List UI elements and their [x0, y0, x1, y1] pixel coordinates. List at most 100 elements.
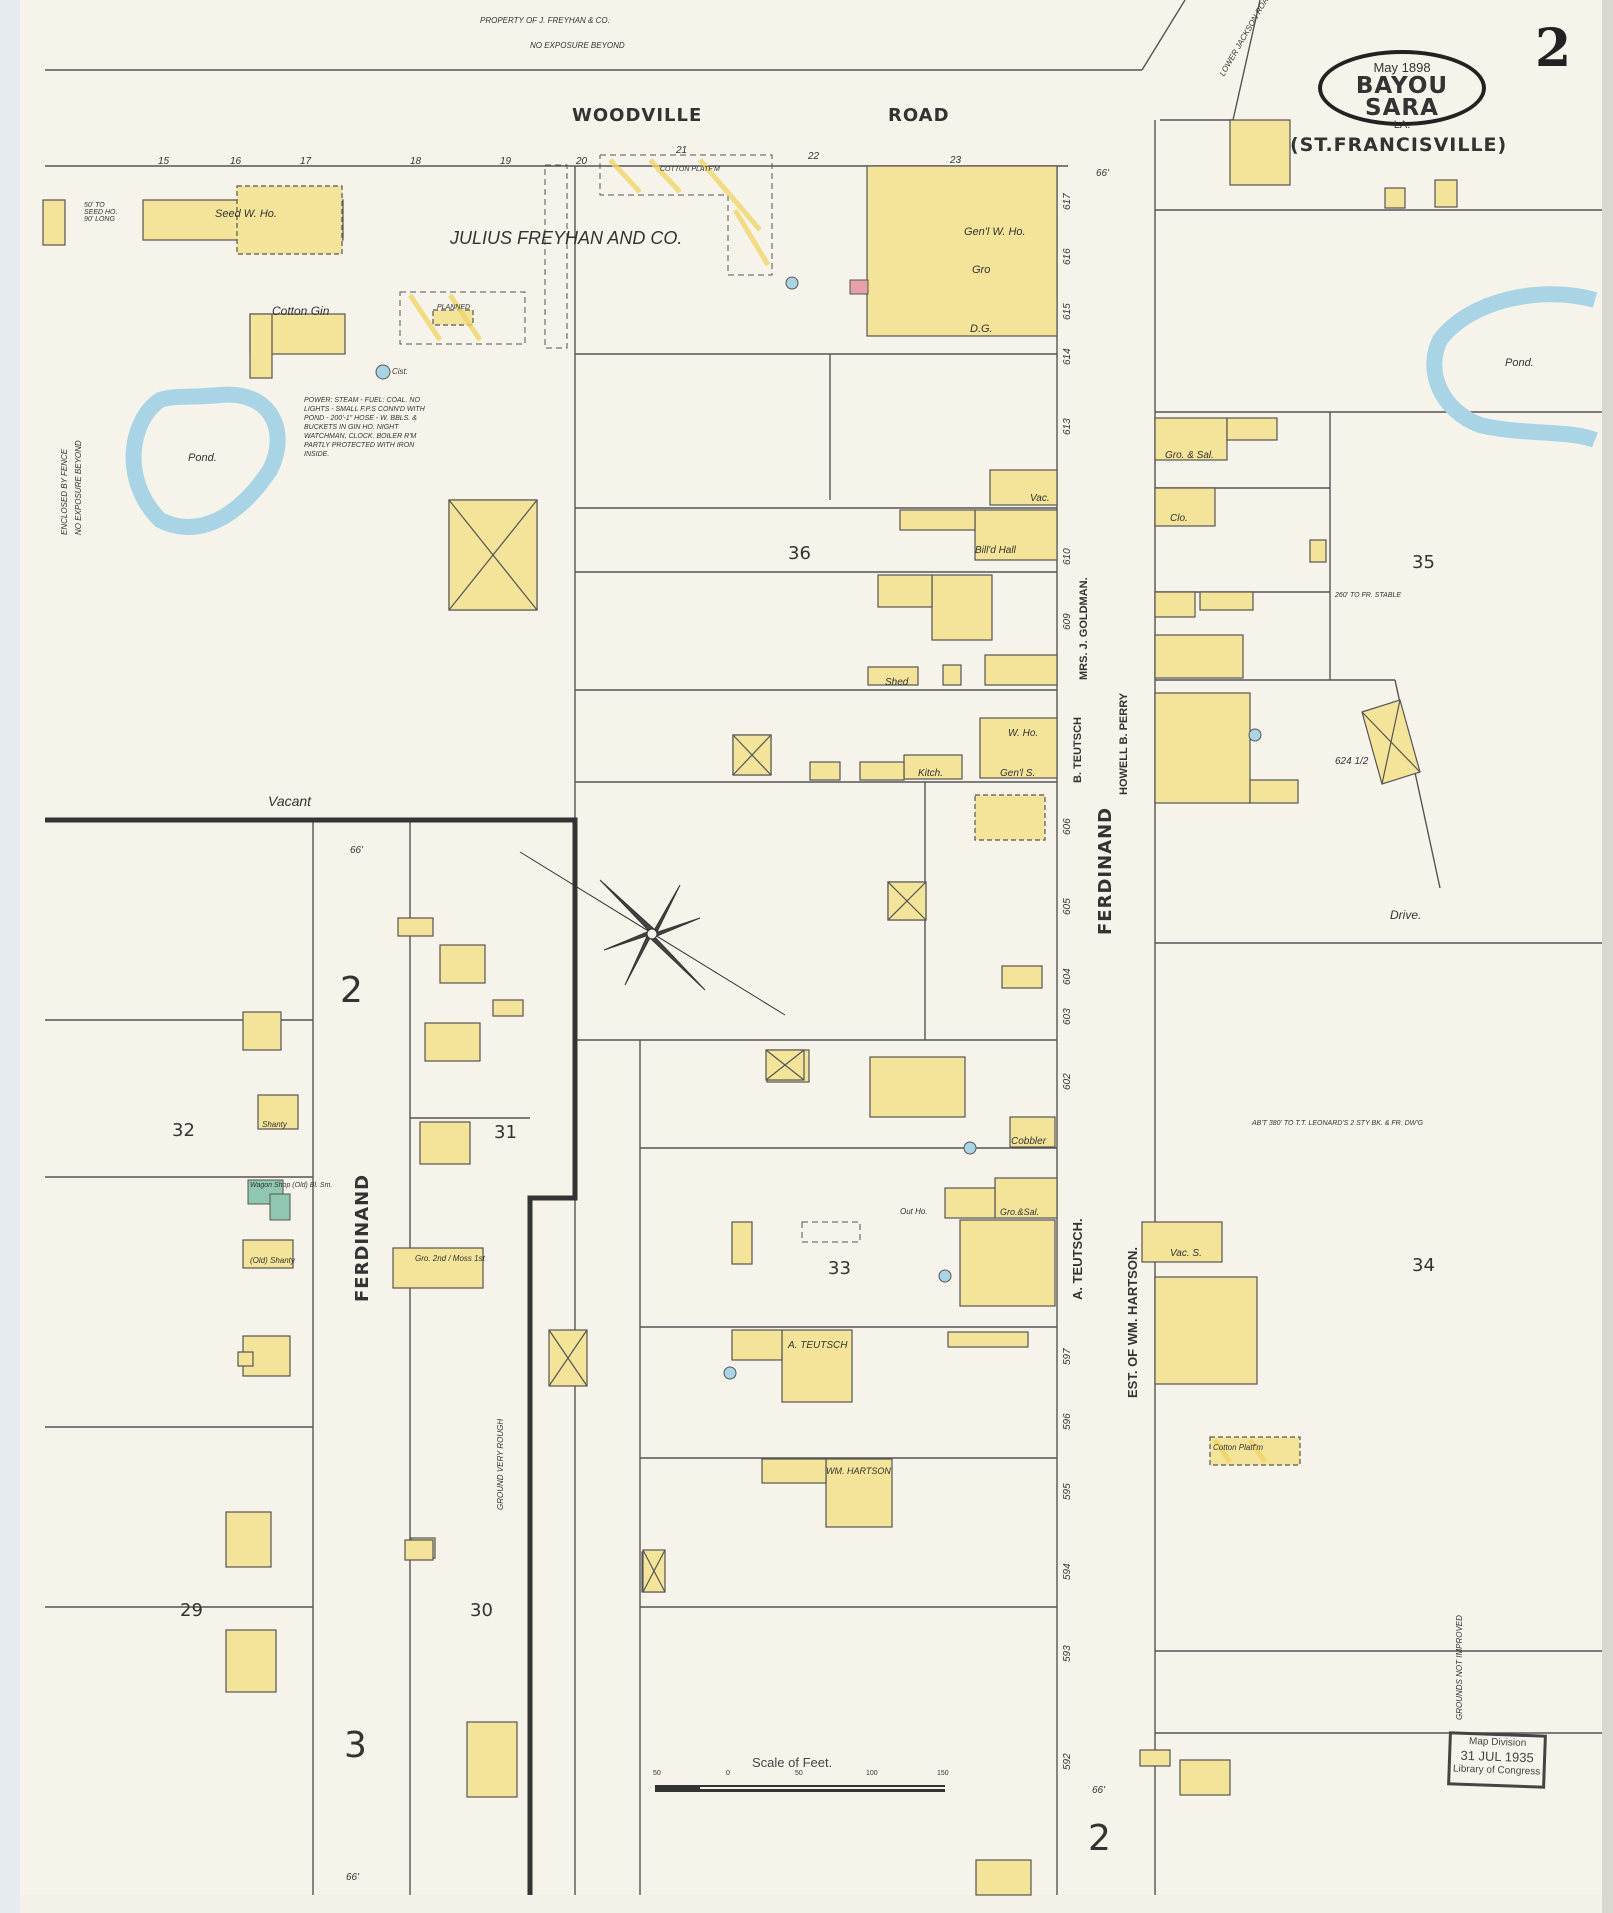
label-kitchen: Kitch.: [918, 768, 944, 779]
label-cistern: Cist.: [392, 367, 408, 376]
lot-16: 16: [230, 156, 242, 167]
label-old-shanty: (Old) Shanty: [250, 1256, 295, 1265]
ward-2-south: 2: [1088, 1818, 1111, 1859]
owner-a-teutsch: A. TEUTSCH.: [1070, 1218, 1085, 1300]
owner-hartson-estate: EST. OF WM. HARTSON.: [1125, 1247, 1140, 1398]
label-warehouse: W. Ho.: [1008, 728, 1039, 739]
note-seed-ho: 50' TO SEED HO. 90' LONG: [84, 202, 118, 223]
label-cobbler: Cobbler: [1011, 1136, 1047, 1147]
map-title-cartouche: May 1898 BAYOU SARA LA.: [1318, 50, 1486, 131]
addr-593: 593: [1062, 1645, 1073, 1662]
note-power: POWER: STEAM - FUEL: COAL. NO LIGHTS - S…: [304, 397, 425, 458]
compass-rose: [519, 851, 786, 1016]
sheet-number: 2: [1535, 18, 1572, 79]
lot-15: 15: [158, 156, 170, 167]
label-cotton-gin: Cotton Gin: [272, 304, 330, 318]
block-33: 33: [828, 1258, 851, 1279]
label-shanty: Shanty: [262, 1120, 287, 1129]
lot-22: 22: [808, 151, 820, 162]
block-32: 32: [172, 1120, 195, 1141]
addr-594: 594: [1062, 1563, 1073, 1580]
label-gro-moss: Gro. 2nd / Moss 1st: [415, 1254, 485, 1263]
map-date: May 1898: [1373, 60, 1431, 75]
lot-21: 21: [676, 145, 688, 156]
addr-596: 596: [1062, 1413, 1073, 1430]
map-subtitle: (ST.FRANCISVILLE): [1290, 134, 1508, 156]
scale-tick-0: 0: [726, 1770, 730, 1777]
note-stable: 260' TO FR. STABLE: [1335, 592, 1402, 599]
block-34: 34: [1412, 1255, 1435, 1276]
scale-tick-50: 50: [795, 1770, 803, 1777]
label-shed: Shed: [885, 677, 909, 688]
block-36: 36: [788, 543, 811, 564]
addr-604: 604: [1062, 968, 1073, 985]
addr-609: 609: [1062, 613, 1073, 630]
addr-605: 605: [1062, 898, 1073, 915]
label-gro-saloon: Gro. & Sal.: [1165, 450, 1214, 461]
label-cotton-platfm: Cotton Platf'm: [1213, 1443, 1263, 1452]
ward-3: 3: [344, 1725, 367, 1766]
lot-19: 19: [500, 156, 512, 167]
width-marker-4: 66': [346, 1872, 360, 1883]
width-marker-2: 66': [350, 845, 364, 856]
note-no-exposure: NO EXPOSURE BEYOND: [530, 41, 625, 50]
street-ferdinand-west: FERDINAND: [352, 1173, 373, 1302]
label-genl-warehouse: Gen'l W. Ho.: [964, 226, 1026, 238]
street-road: ROAD: [888, 105, 950, 126]
note-leonard: AB'T 380' TO T.T. LEONARD'S 2 STY BK. & …: [1252, 1120, 1424, 1127]
scale-title: Scale of Feet.: [752, 1755, 833, 1770]
lot-17: 17: [300, 156, 312, 167]
label-clothing: Clo.: [1170, 513, 1188, 524]
note-grounds: GROUNDS NOT IMPROVED: [1455, 1615, 1464, 1720]
note-enclosed: ENCLOSED BY FENCE: [60, 448, 69, 535]
addr-610: 610: [1062, 548, 1073, 565]
block-30: 30: [470, 1600, 493, 1621]
addr-613: 613: [1062, 418, 1073, 435]
lot-23: 23: [950, 155, 962, 166]
label-pond-left: Pond.: [188, 452, 217, 464]
street-drive: Drive.: [1390, 908, 1422, 922]
label-out-house: Out Ho.: [900, 1207, 928, 1216]
addr-615: 615: [1062, 303, 1073, 320]
block-31: 31: [494, 1122, 517, 1143]
scan-border-right: [1602, 0, 1613, 1913]
addr-603: 603: [1062, 1008, 1073, 1025]
width-marker-3: 66': [1092, 1785, 1106, 1796]
addr-595: 595: [1062, 1483, 1073, 1500]
addr-617: 617: [1062, 193, 1073, 210]
owner-hartson-dwelling: WM. HARTSON: [826, 1466, 891, 1476]
owner-freyhan: JULIUS FREYHAN AND CO.: [450, 228, 683, 248]
owner-perry: HOWELL B. PERRY: [1118, 692, 1130, 795]
label-dry-goods: D.G.: [970, 323, 993, 335]
owner-goldman: MRS. J. GOLDMAN.: [1078, 577, 1090, 680]
addr-606: 606: [1062, 818, 1073, 835]
label-gro-salt: Gro.&Sal.: [1000, 1207, 1040, 1217]
label-billiard-hall: Bill'd Hall: [975, 545, 1016, 556]
label-624-half: 624 1/2: [1335, 756, 1369, 767]
label-general-store: Gen'l S.: [1000, 768, 1036, 779]
block-35: 35: [1412, 552, 1435, 573]
addr-614: 614: [1062, 348, 1073, 365]
addr-597: 597: [1062, 1348, 1073, 1365]
scale-tick-50-left: 50: [653, 1770, 661, 1777]
addr-602: 602: [1062, 1073, 1073, 1090]
street-ferdinand-east: FERDINAND: [1095, 806, 1116, 935]
label-grocery: Gro: [972, 264, 991, 276]
lot-18: 18: [410, 156, 422, 167]
label-pond-right: Pond.: [1505, 357, 1534, 369]
scale-tick-100: 100: [866, 1770, 878, 1777]
addr-592: 592: [1062, 1753, 1073, 1770]
note-no-exposure-left: NO EXPOSURE BEYOND: [74, 440, 83, 535]
library-stamp: Map Division 31 JUL 1935 Library of Cong…: [1447, 1731, 1547, 1789]
scale-bar: [655, 1785, 945, 1792]
label-cotton-platform: COTTON PLATF'M: [660, 166, 720, 173]
map-town: BAYOU SARA: [1355, 73, 1449, 121]
owner-b-teutsch: B. TEUTSCH: [1072, 717, 1084, 783]
width-marker-1: 66': [1096, 168, 1110, 179]
scale-tick-150: 150: [937, 1770, 949, 1777]
stamp-line-3: Library of Congress: [1452, 1763, 1541, 1778]
owner-a-teutsch-dwelling: A. TEUTSCH: [788, 1340, 848, 1351]
note-property: PROPERTY OF J. FREYHAN & CO.: [480, 16, 610, 25]
note-ground-rough: GROUND VERY ROUGH: [496, 1418, 505, 1510]
